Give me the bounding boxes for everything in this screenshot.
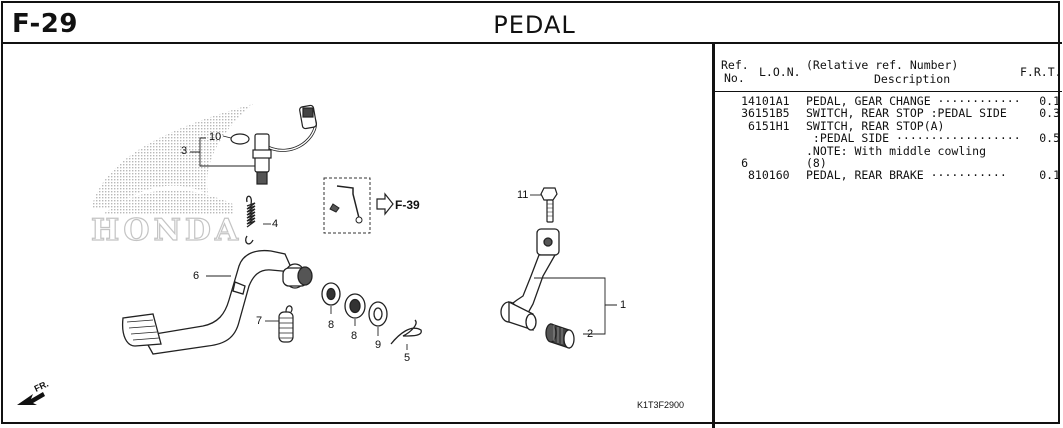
frt-value: 0.1	[1039, 168, 1060, 183]
header-ref: Ref.	[721, 58, 749, 72]
callout-5: 5	[404, 352, 411, 364]
watermark-text: HONDA	[91, 213, 242, 248]
lon-code: 810160	[748, 168, 790, 183]
ref-number: 3	[741, 106, 748, 121]
callout-9: 9	[375, 339, 382, 351]
callout-4: 4	[272, 218, 279, 230]
header-frt: F.R.T.	[1020, 65, 1062, 79]
header-description: Description	[874, 72, 951, 86]
reference-link-label[interactable]: F-39	[395, 198, 420, 212]
parts-diagram: HONDA	[3, 44, 714, 428]
callout-8b: 8	[351, 330, 358, 342]
callout-10: 10	[209, 131, 222, 143]
callout-11: 11	[517, 189, 529, 201]
callout-2: 2	[587, 328, 594, 340]
callout-1: 1	[620, 299, 627, 311]
header-ref-no: No.	[724, 71, 745, 85]
parts-list-header: Ref. No. L.O.N. (Relative ref. Number) D…	[714, 44, 1062, 92]
rear-stop-switch	[230, 104, 317, 185]
ref-number: 1	[741, 94, 748, 108]
washers	[321, 282, 388, 327]
gear-change-pedal	[500, 228, 575, 349]
rear-brake-pedal	[121, 249, 313, 355]
page-header: F-29 PEDAL	[3, 3, 1062, 44]
direction-label: FR.	[33, 379, 50, 394]
frt-value: 0.5	[1039, 131, 1060, 146]
part-description: (8)	[806, 156, 827, 170]
part-description: PEDAL, GEAR CHANGE ············	[806, 94, 1021, 108]
reference-inset: F-39	[323, 177, 420, 234]
callout-8a: 8	[328, 319, 335, 331]
front-direction-arrow: FR.	[17, 379, 50, 405]
part-description: SWITCH, REAR STOP(A)	[806, 118, 945, 133]
lon-code: 6151H1	[748, 118, 790, 133]
part-description: SWITCH, REAR STOP :PEDAL SIDE	[806, 106, 1007, 121]
parts-list: Ref. No. L.O.N. (Relative ref. Number) D…	[714, 44, 1063, 428]
part-description: .NOTE: With middle cowling	[806, 143, 987, 158]
part-description: :PEDAL SIDE ··················	[806, 131, 1021, 146]
spring-7	[278, 305, 294, 343]
page-title: PEDAL	[493, 11, 576, 39]
lon-code: 4101A1	[748, 94, 790, 108]
header-desc-relative: (Relative ref. Number)	[806, 58, 959, 72]
leader-lines	[190, 135, 617, 350]
clip-5	[390, 319, 422, 345]
honda-wing-watermark: HONDA	[90, 104, 253, 249]
pedal-rubber	[545, 323, 575, 349]
frt-value: 0.3	[1039, 106, 1060, 121]
part-description: PEDAL, REAR BRAKE ···········	[806, 168, 1007, 183]
spring-4	[245, 195, 256, 245]
page-code: F-29	[12, 9, 78, 39]
header-lon: L.O.N.	[759, 65, 801, 79]
column-divider	[714, 44, 715, 428]
frt-value: 0.1	[1039, 94, 1060, 108]
illustration-code: K1T3F2900	[637, 400, 685, 410]
lon-code: 6151B5	[748, 106, 790, 121]
callout-6: 6	[193, 270, 200, 282]
ref-number: 6	[741, 156, 748, 170]
reference-arrow-icon	[376, 192, 394, 216]
exploded-view-illustration: HONDA	[17, 104, 617, 405]
callout-7: 7	[256, 315, 263, 327]
bolt-11	[540, 187, 558, 223]
callout-3: 3	[181, 145, 188, 157]
